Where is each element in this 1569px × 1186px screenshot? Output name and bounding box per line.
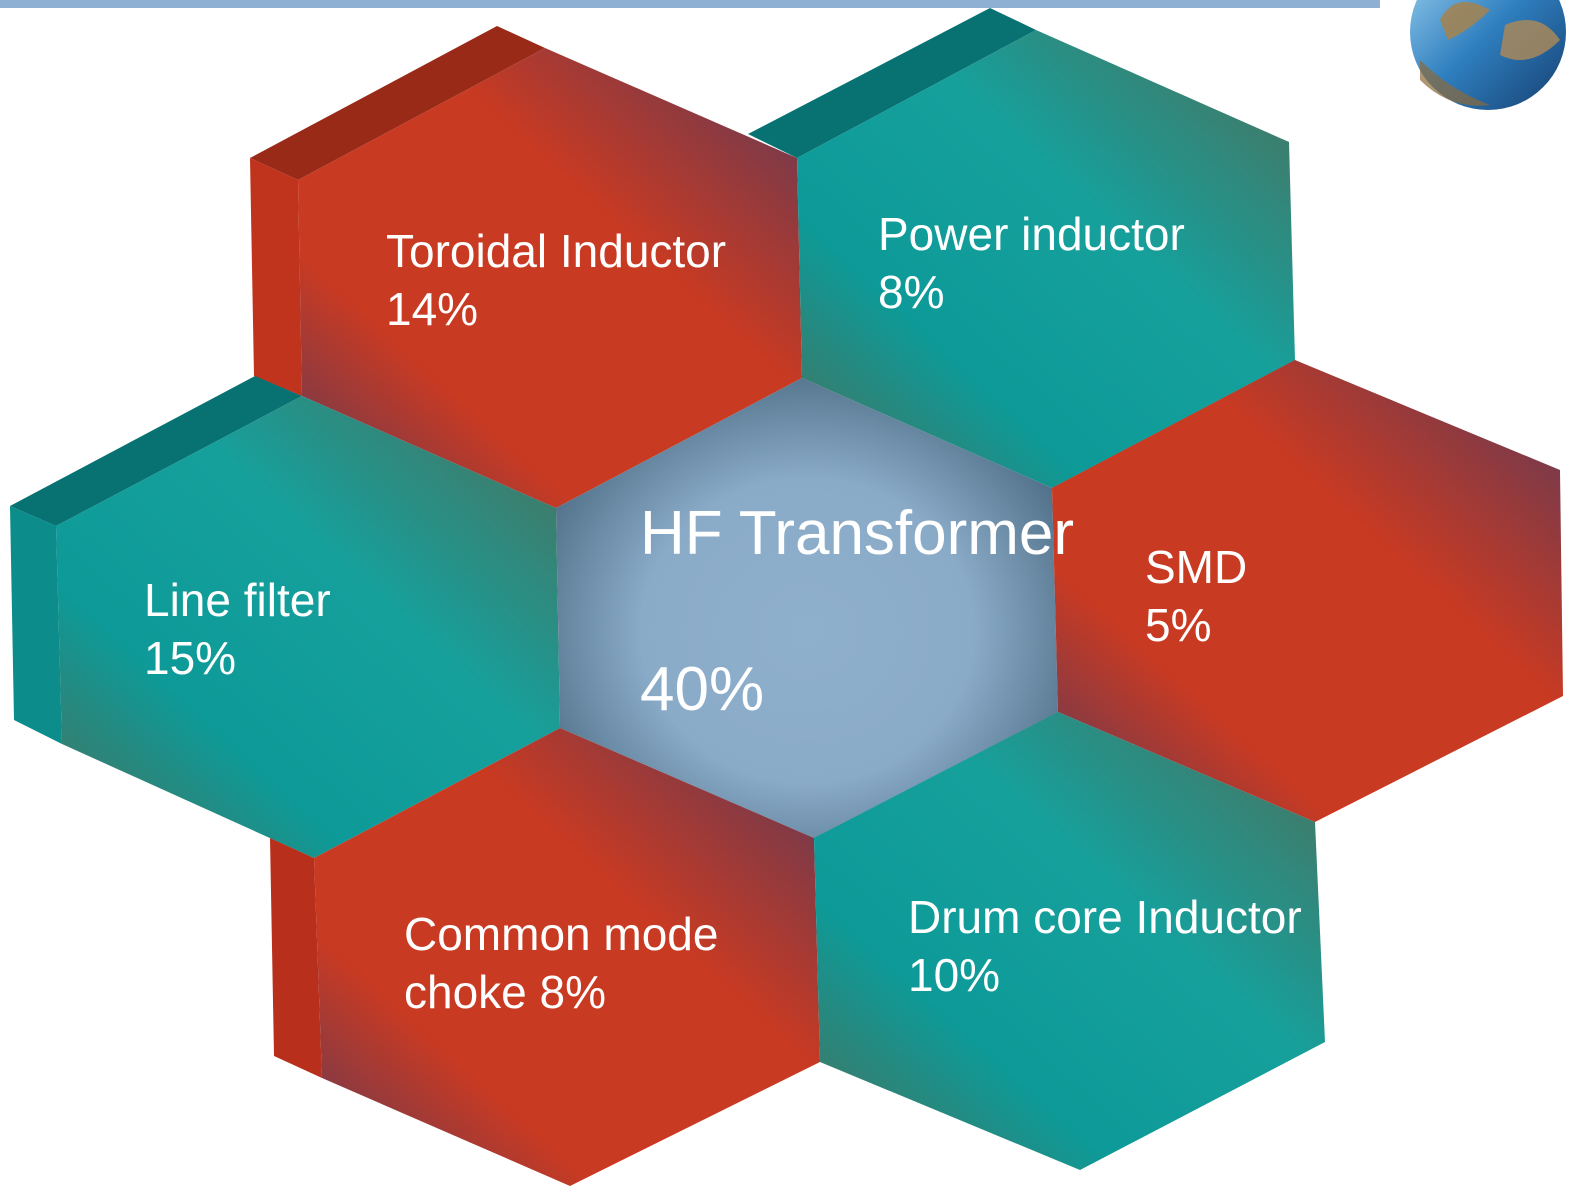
- hex-drum-core: [814, 712, 1325, 1170]
- header-bar: [0, 0, 1380, 8]
- hex-power: [748, 8, 1295, 488]
- label-line-filter: Line filter 15%: [144, 574, 331, 684]
- center-value: 40%: [640, 655, 765, 724]
- label-power: Power inductor 8%: [878, 208, 1185, 318]
- globe-icon: [1410, 0, 1566, 110]
- hex-toroidal: [250, 26, 802, 508]
- label-toroidal: Toroidal Inductor 14%: [386, 225, 727, 335]
- hex-common-mode: [270, 728, 820, 1186]
- center-title: HF Transformer: [640, 499, 1075, 568]
- hex-center: [556, 378, 1058, 838]
- label-smd: SMD 5%: [1145, 541, 1248, 651]
- hex-line-filter: [10, 376, 560, 858]
- hex-smd: [1052, 360, 1563, 822]
- label-drum-core: Drum core Inductor 10%: [908, 891, 1302, 1001]
- label-common-mode: Common mode choke 8%: [404, 908, 719, 1018]
